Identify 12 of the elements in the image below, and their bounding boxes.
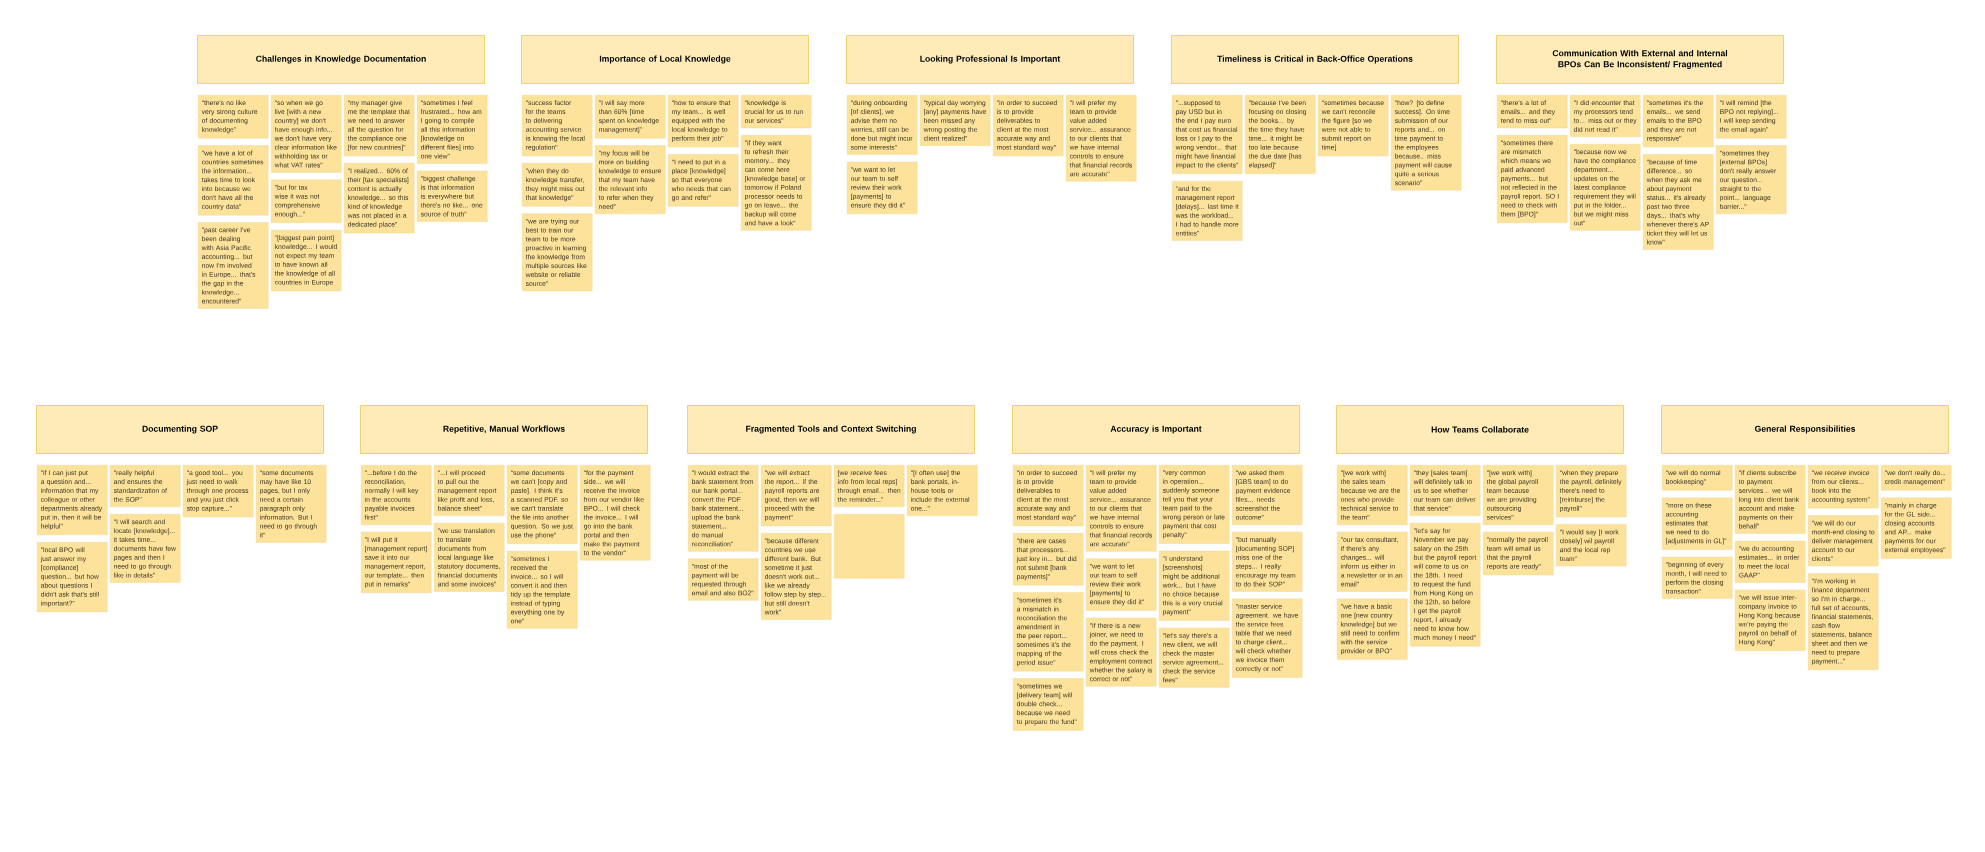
heading-box: How Teams Collaborate <box>1336 405 1624 454</box>
heading-box: Communication With External and Internal BPOs Can Be Inconsistent/ Fragmented <box>1496 35 1784 84</box>
heading-box: Fragmented Tools and Context Switching <box>687 405 975 454</box>
heading-box: Challenges in Knowledge Documentation <box>197 35 485 84</box>
heading-box: Looking Professional Is Important <box>846 35 1134 84</box>
heading-box: Repetitive, Manual Workflows <box>360 405 648 454</box>
sticky-note <box>834 514 905 579</box>
heading-box: General Responsibilities <box>1661 405 1949 454</box>
heading-box: Accuracy is Important <box>1012 405 1300 454</box>
heading-box: Importance of Local Knowledge <box>521 35 809 84</box>
heading-box: Documenting SOP <box>36 405 324 454</box>
heading-box: Timeliness is Critical in Back-Office Operations <box>1171 35 1459 84</box>
